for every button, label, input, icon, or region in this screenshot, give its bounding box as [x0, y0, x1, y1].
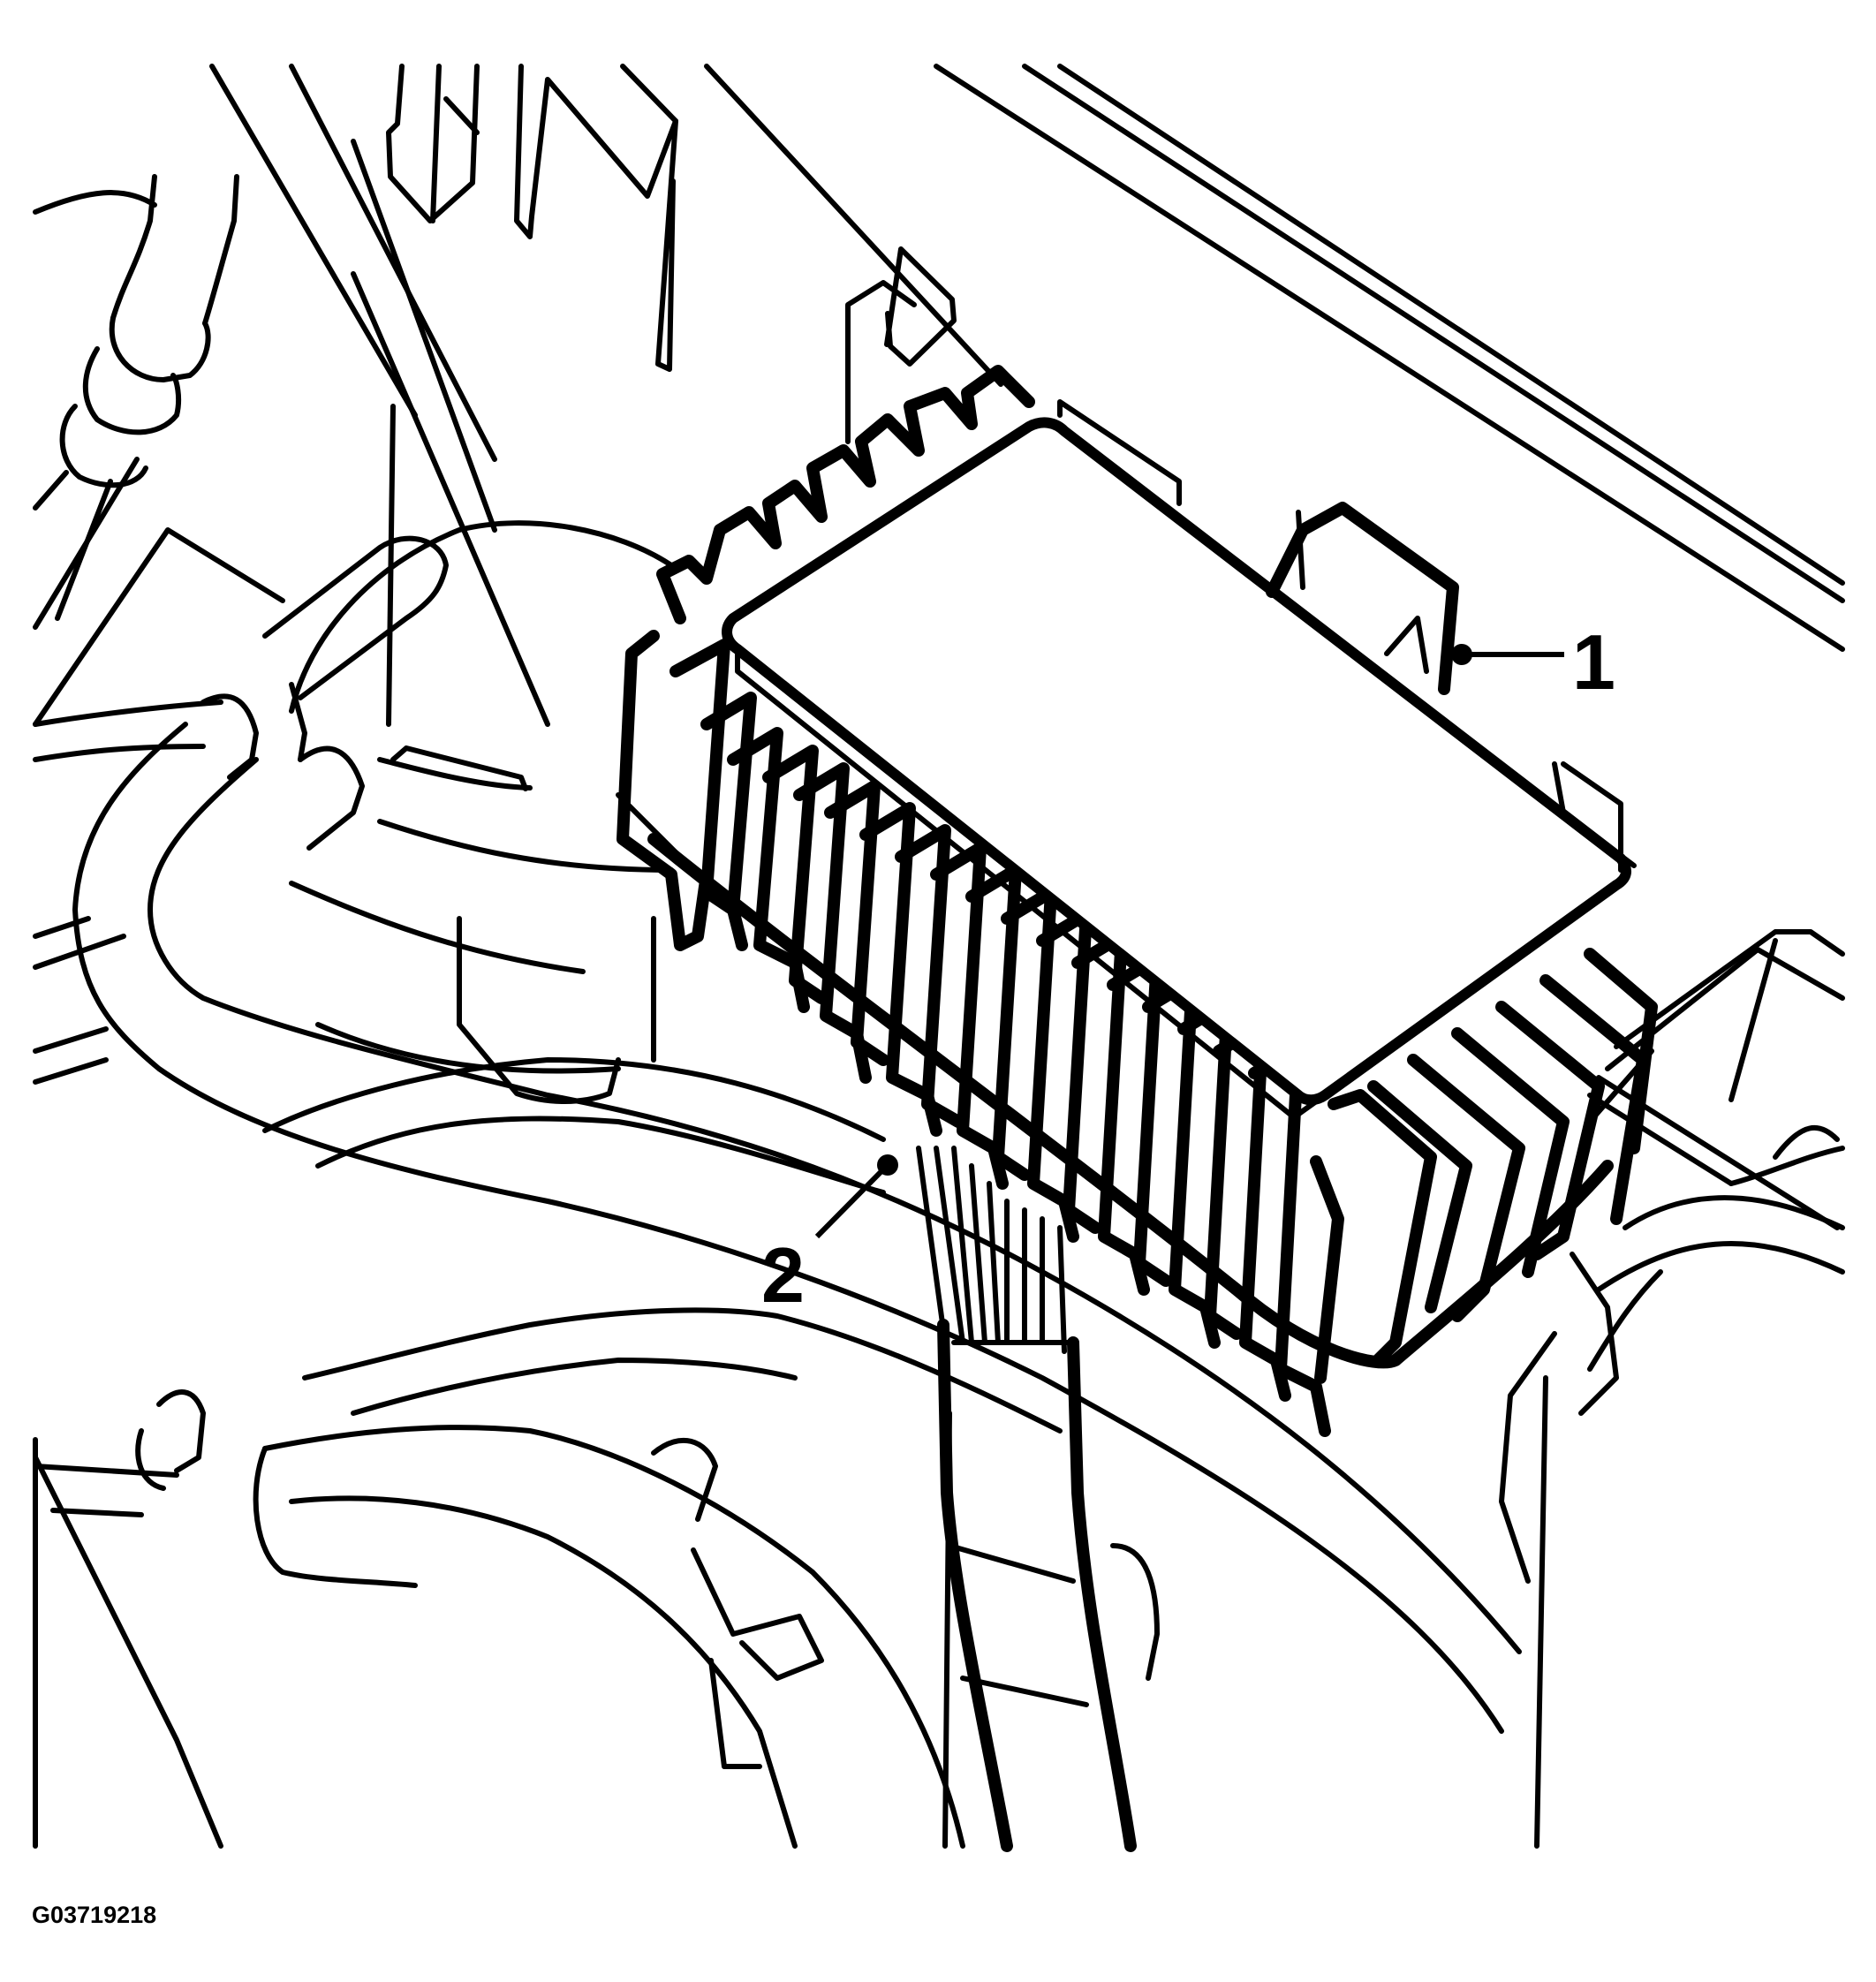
callout-leaders: [814, 644, 1564, 1239]
control-module: [617, 365, 1658, 1437]
callout-2-label: 2: [761, 1231, 805, 1319]
right-bracket: [1499, 929, 1845, 1849]
lower-clips: [651, 1411, 1160, 1849]
callout-2-leader: [814, 1162, 890, 1239]
figure-id-label: G03719218: [32, 1902, 157, 1928]
hoses: [33, 535, 1522, 1849]
callout-1-label: 1: [1572, 618, 1615, 706]
upper-brackets: [386, 64, 1003, 444]
wire-harness: [916, 1146, 1137, 1852]
left-hose: [33, 174, 239, 621]
round-canister: [289, 520, 709, 1104]
